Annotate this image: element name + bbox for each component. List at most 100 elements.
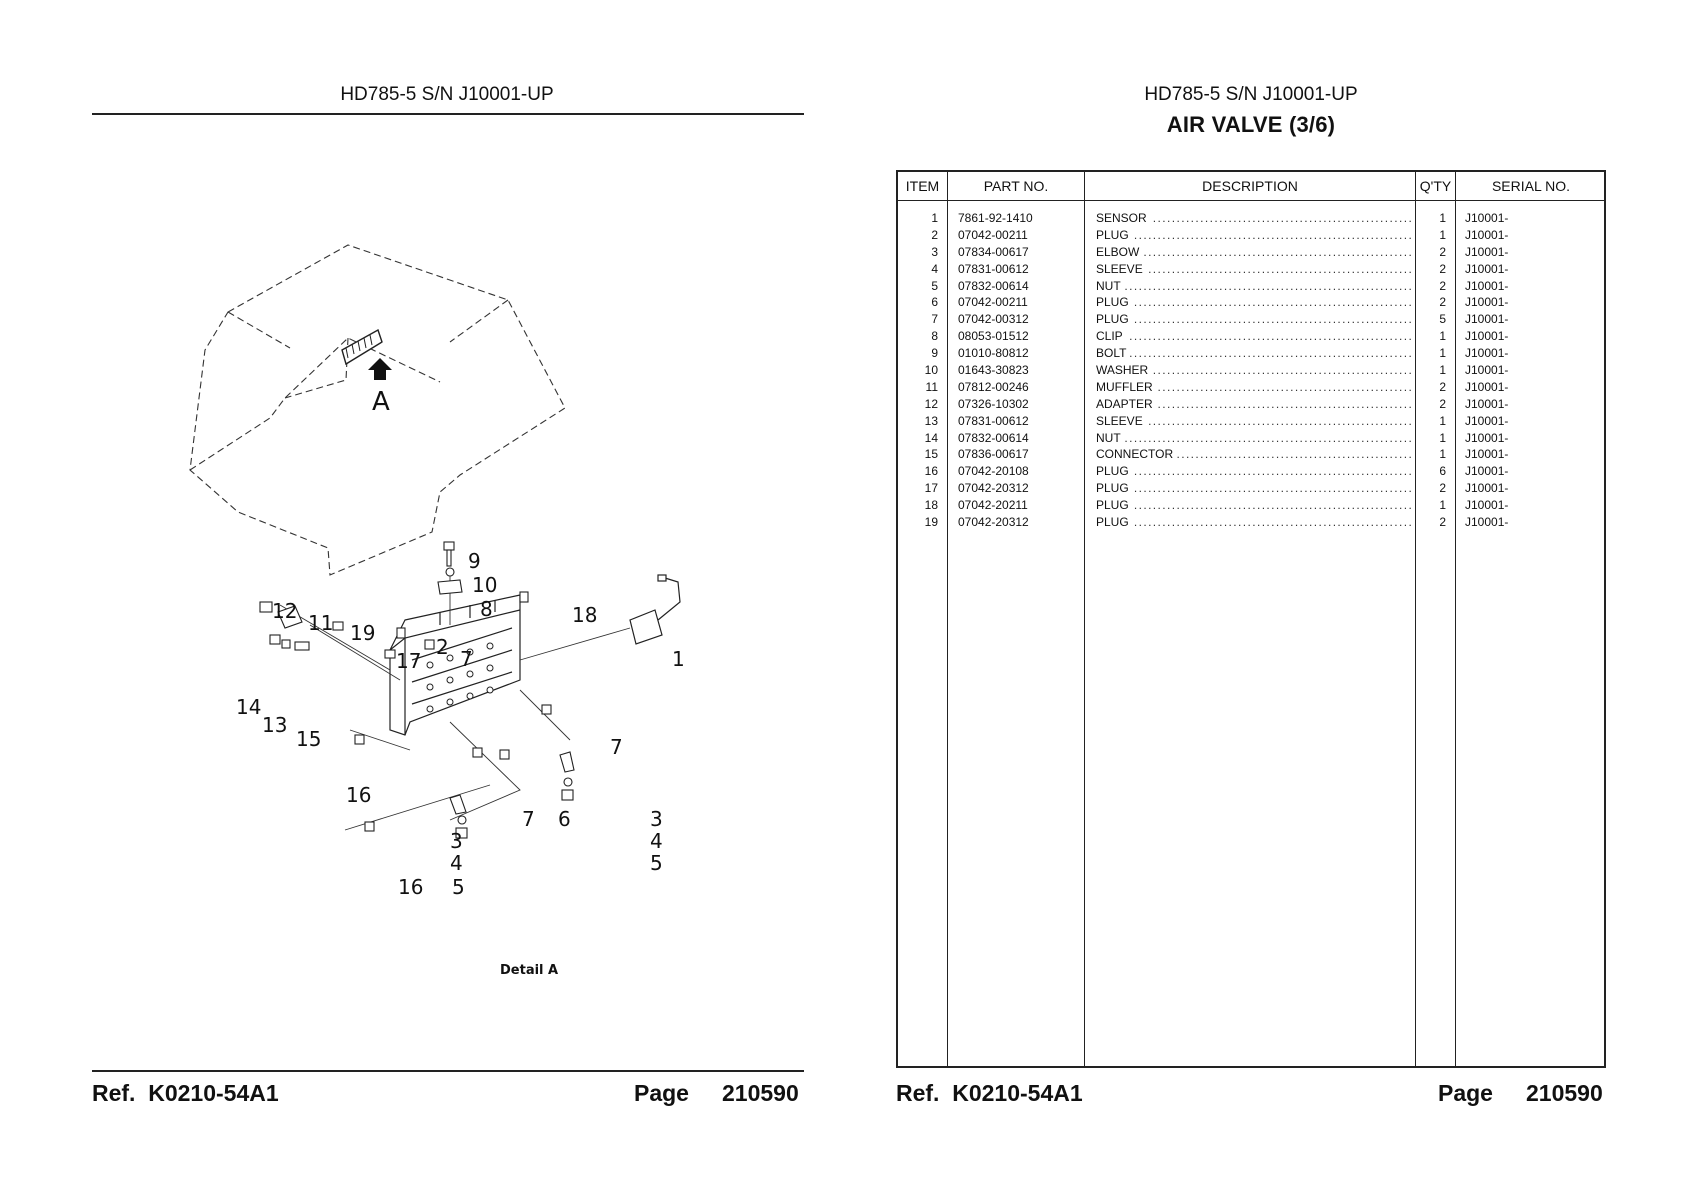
svg-text:3: 3	[450, 829, 463, 853]
cell-qty: 2	[1439, 481, 1446, 496]
cell-description: ........................................…	[1096, 515, 1414, 530]
cell-description: ........................................…	[1096, 464, 1414, 479]
connector-15	[294, 641, 310, 651]
description-label: PLUG	[1096, 464, 1133, 479]
cell-item: 13	[924, 413, 938, 428]
cell-part-no: 07831-00612	[958, 261, 1029, 276]
cell-qty: 1	[1439, 227, 1446, 242]
description-label: NUT	[1096, 278, 1125, 293]
plug-7a	[424, 639, 435, 650]
cell-item: 3	[931, 244, 938, 259]
exploded-parts-diagram: A	[189, 244, 685, 978]
right-footer-page-number: 210590	[1526, 1080, 1603, 1106]
cell-part-no: 01010-80812	[958, 346, 1029, 361]
cell-part-no: 07042-00211	[958, 227, 1028, 242]
right-page-header: HD785-5 S/N J10001-UP	[1144, 84, 1358, 105]
cell-item: 17	[924, 481, 938, 496]
cell-serial-no: J10001-	[1465, 498, 1509, 513]
svg-text:16: 16	[346, 783, 371, 807]
left-footer-page-label: Page	[634, 1080, 689, 1106]
cell-item: 1	[931, 211, 938, 225]
cell-part-no: 07812-00246	[958, 379, 1029, 394]
left-footer-rule	[92, 1070, 804, 1072]
cell-qty: 2	[1439, 515, 1446, 530]
right-footer-rule	[896, 1070, 1608, 1072]
cell-serial-no: J10001-	[1465, 430, 1509, 445]
nut-5a	[561, 789, 574, 801]
cell-item: 11	[925, 379, 938, 394]
description-label: ELBOW	[1096, 244, 1144, 259]
description-label: BOLT	[1096, 346, 1131, 361]
description-label: ADAPTER	[1096, 396, 1157, 411]
cell-qty: 6	[1439, 464, 1446, 479]
cell-qty: 2	[1439, 278, 1446, 293]
sleeve-4a	[563, 777, 573, 787]
cell-description: ........................................…	[1096, 413, 1414, 428]
cell-qty: 1	[1439, 447, 1446, 462]
cell-serial-no: J10001-	[1465, 278, 1509, 293]
cell-description: ........................................…	[1096, 261, 1414, 276]
washer-10	[445, 567, 455, 577]
cell-item: 5	[931, 278, 938, 293]
cell-part-no: 07832-00614	[958, 278, 1029, 293]
cell-item: 12	[924, 396, 938, 411]
svg-text:3: 3	[650, 807, 663, 831]
cell-serial-no: J10001-	[1465, 312, 1509, 327]
cell-serial-no: J10001-	[1465, 447, 1509, 462]
detail-caption: Detail A	[500, 963, 558, 978]
cell-serial-no: J10001-	[1465, 329, 1509, 344]
cell-qty: 1	[1439, 430, 1446, 445]
plug-18	[519, 591, 529, 603]
cell-qty: 1	[1439, 413, 1446, 428]
description-label: CLIP	[1096, 329, 1127, 344]
description-label: SENSOR	[1096, 211, 1151, 225]
cell-item: 19	[924, 515, 938, 530]
sleeve-13	[281, 639, 291, 649]
svg-text:9: 9	[468, 549, 481, 573]
description-label: CONNECTOR	[1096, 447, 1178, 462]
cell-serial-no: J10001-	[1465, 379, 1509, 394]
cell-serial-no: J10001-	[1465, 363, 1509, 378]
svg-text:17: 17	[396, 649, 421, 673]
cell-part-no: 07042-20312	[958, 515, 1029, 530]
cell-part-no: 07326-10302	[958, 396, 1029, 411]
muffler-11	[277, 605, 303, 629]
svg-text:12: 12	[272, 599, 297, 623]
plug-19	[332, 621, 344, 631]
cell-item: 6	[931, 295, 938, 310]
svg-text:11: 11	[308, 611, 333, 635]
cell-item: 14	[924, 430, 938, 445]
table-row: 19 07042-20312...........................…	[898, 514, 1604, 531]
cell-description: ........................................…	[1096, 244, 1414, 259]
description-label: PLUG	[1096, 295, 1133, 310]
description-label: PLUG	[1096, 312, 1133, 327]
cell-description: ........................................…	[1096, 211, 1414, 225]
callout-numbers: 9 10 8 18 12 11 19 2 17 7 1 14 13 15 7 1…	[236, 549, 685, 899]
right-footer-ref: Ref. K0210-54A1	[896, 1080, 1083, 1106]
detail-label-A: A	[372, 387, 390, 417]
cell-part-no: 7861-92-1410	[958, 211, 1033, 225]
cell-description: ........................................…	[1096, 430, 1414, 445]
column-header-item: ITEM	[905, 178, 940, 194]
cell-item: 15	[924, 447, 938, 462]
cell-item: 18	[924, 498, 938, 513]
description-label: WASHER	[1096, 363, 1153, 378]
description-label: MUFFLER	[1096, 379, 1157, 394]
elbow-3a	[559, 751, 575, 773]
cell-qty: 2	[1439, 261, 1446, 276]
left-footer-page-number: 210590	[722, 1080, 799, 1106]
sensor-1	[629, 574, 681, 645]
cell-qty: 2	[1439, 396, 1446, 411]
cell-part-no: 07042-20108	[958, 464, 1029, 479]
cell-qty: 1	[1439, 498, 1446, 513]
cell-part-no: 07042-00312	[958, 312, 1029, 327]
clip-8	[437, 579, 463, 595]
